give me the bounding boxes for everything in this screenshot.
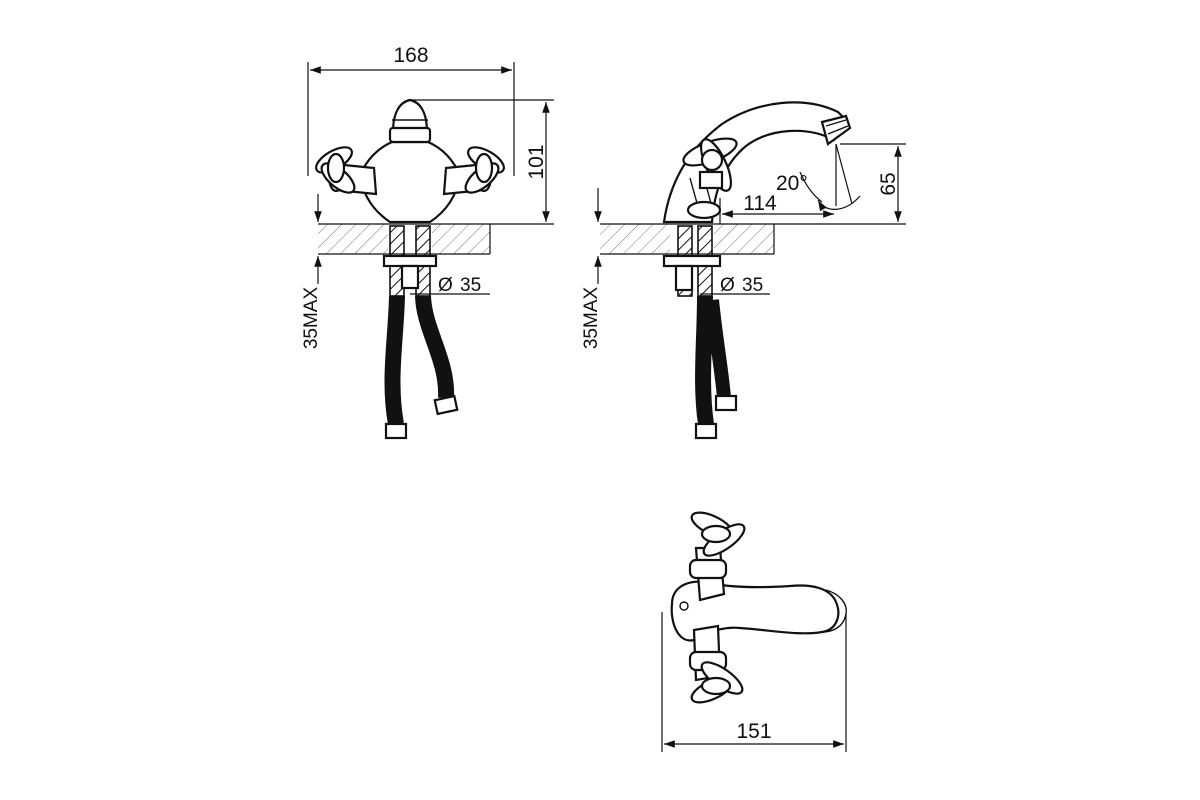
top-length-label: 151: [736, 720, 771, 743]
side-cross-handle: [682, 137, 738, 192]
side-angle-label: 20°: [776, 172, 808, 195]
front-mounting-hoses: [382, 225, 459, 440]
top-length-dimension: 151: [661, 612, 847, 752]
side-diameter-symbol: Ø: [720, 275, 735, 296]
front-max-thickness-label: 35MAX: [301, 287, 322, 350]
front-diameter-symbol: Ø: [438, 275, 453, 296]
front-height-dimension: 101: [410, 99, 554, 225]
side-max-thickness-dimension: 35MAX: [581, 188, 602, 349]
front-left-cross-handle: [315, 146, 356, 194]
front-width-dimension: 168: [307, 44, 515, 176]
front-counter-slab: [318, 223, 491, 255]
side-max-thickness-label: 35MAX: [581, 287, 602, 350]
front-diameter-label: 35: [460, 275, 481, 296]
top-upper-valve: [688, 511, 746, 602]
side-spout-height-label: 65: [877, 172, 900, 195]
front-view: 168 101 35MAX Ø 35: [301, 44, 554, 440]
side-mounting-hoses: [662, 225, 738, 440]
front-max-thickness-dimension: 35MAX: [301, 194, 322, 349]
front-height-label: 101: [525, 144, 548, 179]
side-counter-slab: [600, 223, 775, 255]
side-hole-diameter-dimension: Ø 35: [700, 275, 770, 296]
front-width-label: 168: [393, 44, 428, 67]
side-reach-label: 114: [743, 192, 777, 215]
front-hole-diameter-dimension: Ø 35: [410, 275, 490, 296]
front-faucet-body: [327, 98, 493, 224]
side-spout-body: [662, 101, 852, 224]
front-right-cross-handle: [464, 146, 505, 194]
side-angle-dimension: 20°: [776, 143, 861, 212]
top-lower-valve: [688, 624, 744, 704]
top-view: 151: [661, 511, 847, 752]
side-view: 20° 114 65 35MAX Ø 35: [581, 101, 906, 440]
side-spout-height-dimension: 65: [774, 143, 906, 225]
side-diameter-label: 35: [742, 275, 763, 296]
side-reach-dimension: 114: [719, 192, 834, 224]
